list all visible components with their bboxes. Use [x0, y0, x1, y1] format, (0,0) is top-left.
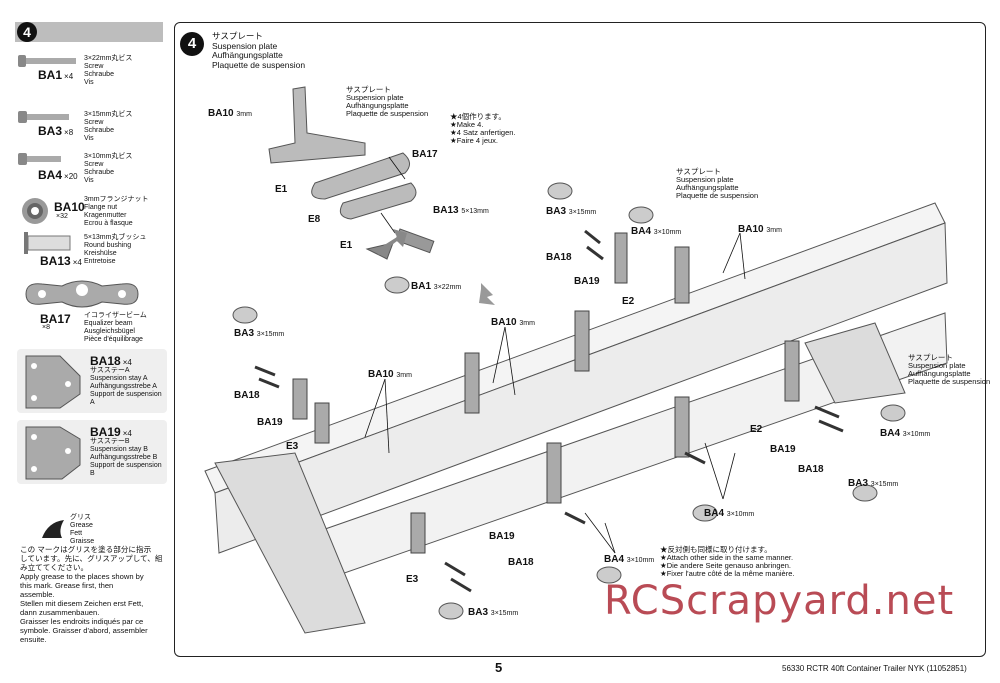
part-label: BA3 3×15mm — [234, 328, 285, 339]
part-desc: 3×22mm丸ビス Screw Schraube Vis — [84, 55, 133, 86]
part-label: BA10 3mm — [368, 369, 412, 380]
part-code: BA18×4 — [90, 354, 132, 368]
suspension-stay-a-icon — [25, 355, 81, 409]
part-desc: サスステーB Suspension stay B Aufhängungsstre… — [90, 438, 162, 477]
part-desc: 3×15mm丸ビス Screw Schraube Vis — [84, 111, 133, 142]
part-label: E2 — [750, 424, 763, 435]
part-label: BA10 3mm — [208, 108, 252, 119]
suspension-plate-subassembly — [268, 86, 435, 260]
part-label: E1 — [340, 240, 353, 251]
part-desc: 3×10mm丸ビス Screw Schraube Vis — [84, 153, 133, 184]
grease-legend: グリス Grease Fett Graisse — [70, 514, 95, 545]
equalizer-beam-icon — [25, 280, 139, 308]
part-qty: ×8 — [42, 324, 50, 331]
make-four-note: ★4個作ります。 ★Make 4. ★4 Satz anfertigen. ★F… — [450, 112, 516, 145]
step-panel — [174, 22, 986, 657]
grease-note: この マークはグリスを塗る部分に指示 しています。先に、グリスアップして、組 み… — [20, 545, 163, 644]
callout-suspension-plate: サスプレート Suspension plate Aufhängungsplatt… — [676, 167, 759, 200]
leader-lines — [364, 156, 746, 554]
part-label: E3 — [286, 441, 299, 452]
part-desc: イコライザービーム Equalizer beam Ausgleichsbügel… — [84, 312, 147, 343]
screw-icon — [18, 153, 61, 165]
part-label: BA18 — [546, 252, 572, 263]
flange-nut-icon — [22, 198, 48, 224]
part-desc: 5×13mm丸ブッシュ Round bushing Kreishülse Ent… — [84, 234, 147, 265]
attach-other-side-note: ★反対側も同様に取り付けます。 ★Attach other side in th… — [660, 545, 795, 578]
part-label: BA3 3×15mm — [468, 607, 519, 618]
assembly-diagram — [204, 86, 948, 634]
part-label: BA4 3×10mm — [880, 428, 931, 439]
watermark: RCScrapyard.net — [604, 578, 955, 624]
step-number-badge: 4 — [17, 22, 37, 42]
part-desc: サスステーA Suspension stay A Aufhängungsstre… — [90, 367, 162, 406]
arrow-icon — [479, 283, 495, 305]
part-label: E2 — [622, 296, 635, 307]
suspension-stays — [292, 232, 800, 554]
part-desc: 3mmフランジナット Flange nut Kragenmutter Ecrou… — [84, 196, 149, 227]
part-label: E1 — [275, 184, 288, 195]
grease-icon — [42, 520, 64, 538]
part-qty: ×32 — [56, 213, 68, 220]
part-label: E8 — [308, 214, 321, 225]
step-title-text: サスプレート Suspension plate Aufhängungsplatt… — [212, 31, 306, 70]
page-number: 5 — [495, 660, 503, 675]
part-code: BA10 — [54, 200, 85, 214]
screws — [254, 229, 844, 593]
part-code: BA3×8 — [38, 124, 74, 138]
part-label: BA18 — [798, 464, 824, 475]
part-label: BA19 — [257, 417, 283, 428]
suspension-stay-b-icon — [25, 426, 81, 480]
step-number-badge: 4 — [180, 32, 204, 56]
part-label: BA3 3×15mm — [848, 478, 899, 489]
part-label: BA17 — [412, 149, 438, 160]
part-label: BA4 3×10mm — [631, 226, 682, 237]
callout-suspension-plate: サスプレート Suspension plate Aufhängungsplatt… — [346, 85, 429, 118]
step-header-bar: 4 — [15, 22, 163, 42]
step-title: 4 サスプレート Suspension plate Aufhängungspla… — [180, 31, 340, 72]
part-label: BA4 3×10mm — [604, 554, 655, 565]
callout-suspension-plate: サスプレート Suspension plate Aufhängungsplatt… — [908, 353, 991, 386]
part-label: BA19 — [770, 444, 796, 455]
part-code: BA13×4 — [40, 254, 82, 268]
part-label: E3 — [406, 574, 419, 585]
part-label: BA1 3×22mm — [411, 281, 462, 292]
arrow-icon — [375, 229, 407, 255]
part-label: BA19 — [489, 531, 515, 542]
screw-icon — [18, 55, 76, 67]
part-label: BA10 3mm — [491, 317, 535, 328]
footer-product-code: 56330 RCTR 40ft Container Trailer NYK (1… — [782, 664, 967, 673]
screw-icon — [18, 111, 69, 123]
part-label: BA19 — [574, 276, 600, 287]
bushing-icon — [24, 232, 71, 254]
part-label: BA3 3×15mm — [546, 206, 597, 217]
part-label: BA18 — [234, 390, 260, 401]
part-code: BA1×4 — [38, 68, 74, 82]
part-label: BA10 3mm — [738, 224, 782, 235]
part-code: BA17 — [40, 312, 71, 326]
part-label: BA4 3×10mm — [704, 508, 755, 519]
part-code: BA4×20 — [38, 168, 78, 182]
wheel-parts — [232, 182, 906, 620]
part-code: BA19×4 — [90, 425, 132, 439]
part-label: BA13 5×13mm — [433, 205, 489, 216]
part-label: BA18 — [508, 557, 534, 568]
